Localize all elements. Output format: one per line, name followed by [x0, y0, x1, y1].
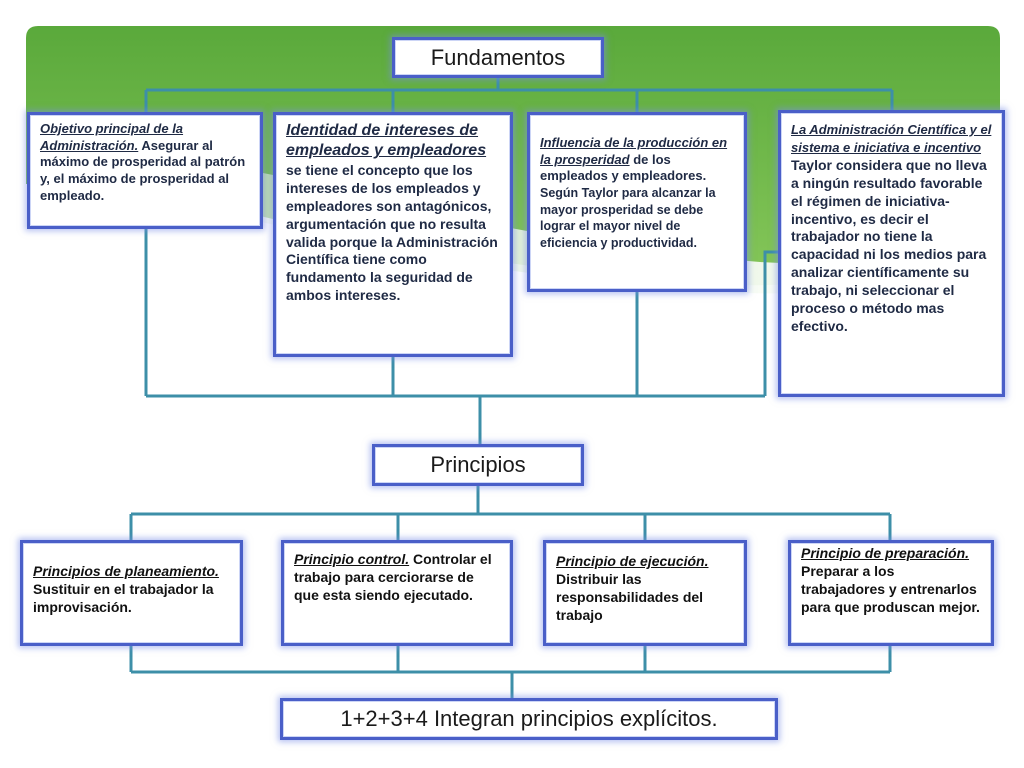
card-preparacion-lead: Principio de preparación.: [801, 545, 970, 561]
card-objetivo-principal: Objetivo principal de la Administración.…: [27, 112, 263, 229]
fundamentos-title-text: Fundamentos: [430, 44, 566, 70]
conclusion-box: 1+2+3+4 Integran principios explícitos.: [280, 698, 778, 740]
card-influencia-produccion: Influencia de la producción en la prospe…: [527, 112, 747, 292]
principios-title: Principios: [372, 444, 584, 486]
card-administracion-body: Taylor considera que no lleva a ningún r…: [791, 156, 987, 334]
card-principio-control: Principio control. Controlar el trabajo …: [281, 540, 513, 646]
card-control-lead: Principio control.: [294, 551, 410, 567]
conclusion-text: 1+2+3+4 Integran principios explícitos.: [340, 706, 718, 731]
principios-title-text: Principios: [430, 452, 526, 477]
card-identidad-lead: Identidad de intereses de empleados y em…: [286, 122, 487, 160]
card-influencia-body: de los empleados y empleadores.: [540, 151, 707, 184]
card-ejecucion-body: Distribuir las responsabilidades del tra…: [556, 570, 704, 623]
card-administracion-lead: La Administración Científica y el sistem…: [791, 122, 992, 155]
card-identidad-intereses: Identidad de intereses de empleados y em…: [273, 112, 513, 357]
card-objetivo-body: Asegurar al máximo de prosperidad al pat…: [40, 137, 246, 203]
card-principio-planeamiento: Principios de planeamiento. Sustituir en…: [20, 540, 243, 646]
card-preparacion-body: Preparar a los trabajadores y entrenarlo…: [801, 562, 980, 615]
card-influencia-body2: Según Taylor para alcanzar la mayor pros…: [540, 185, 716, 250]
card-planeamiento-body: Sustituir en el trabajador la improvisac…: [33, 580, 214, 615]
card-control-body: Controlar el trabajo para cerciorarse de…: [294, 551, 492, 603]
fundamentos-title: Fundamentos: [392, 37, 604, 78]
card-objetivo-lead: Objetivo principal de la Administración.: [40, 121, 184, 153]
card-administracion-cientifica: La Administración Científica y el sistem…: [778, 110, 1005, 397]
card-influencia-lead: Influencia de la producción en la prospe…: [540, 135, 728, 167]
card-identidad-body: se tiene el concepto que los intereses d…: [286, 161, 498, 304]
card-principio-ejecucion: Principio de ejecución. Distribuir las r…: [543, 540, 747, 646]
card-planeamiento-lead: Principios de planeamiento.: [33, 563, 219, 579]
card-principio-preparacion: Principio de preparación. Preparar a los…: [788, 540, 994, 646]
card-ejecucion-lead: Principio de ejecución.: [556, 553, 709, 569]
